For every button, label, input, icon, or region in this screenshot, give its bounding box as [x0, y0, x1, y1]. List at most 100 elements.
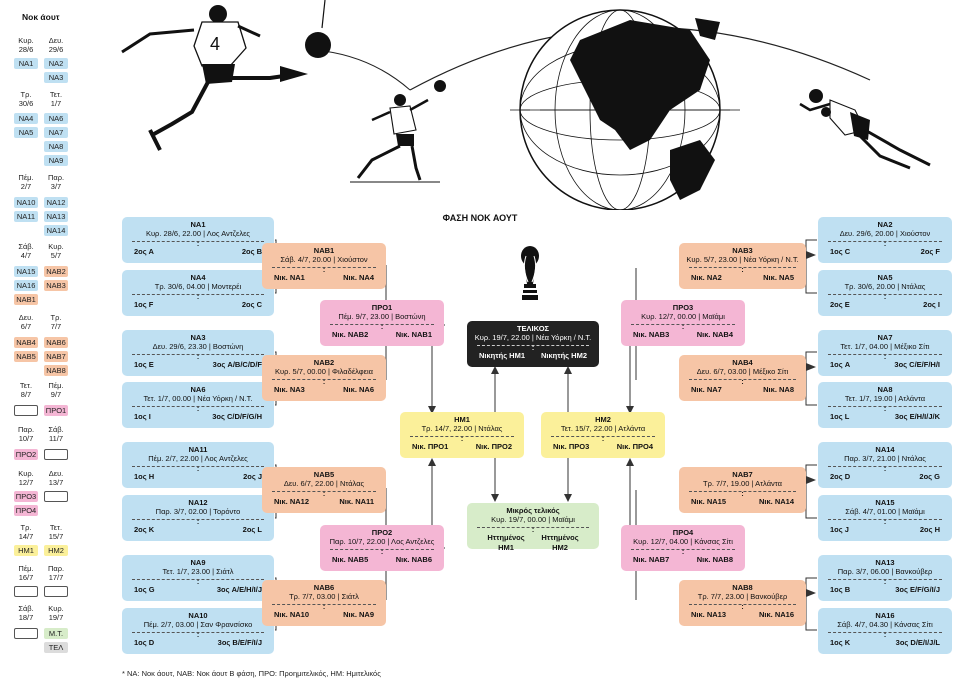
team-b: Νικητής ΗΜ2 [540, 351, 587, 360]
team-a: Νικ. ΝΑ7 [691, 385, 722, 394]
team-b: 3ος B/E/F/I/J [217, 638, 262, 647]
sidebar-chip: ΝΑΒ8 [44, 365, 68, 376]
sidebar-empty-chip [14, 628, 38, 639]
match-nab3: ΝΑΒ3 Κυρ. 5/7, 23.00 | Νέα Υόρκη / Ν.Τ. … [679, 243, 806, 289]
match-info: Τετ. 1/7, 04.00 | Μέξικο Σίτι [840, 342, 930, 351]
match-info: Δευ. 29/6, 23.30 | Βοστώνη [152, 342, 244, 351]
team-a: 1ος D [134, 638, 155, 647]
match-code: ΝΑ13 [875, 558, 895, 567]
match-code: ΝΑ4 [190, 273, 206, 282]
date-label: Πέμ.16/7 [18, 564, 34, 582]
team-b: 2ος G [919, 472, 940, 481]
match-na16: ΝΑ16 Σάβ. 4/7, 04.30 | Κάνσας Σίτι : 1ος… [818, 608, 952, 654]
date-label: Πέμ.2/7 [18, 173, 34, 191]
sidebar-empty-chip [14, 405, 38, 416]
date-label: Τρ.7/7 [50, 313, 62, 331]
match-pro4: ΠΡΟ4 Κυρ. 12/7, 04.00 | Κάνσας Σίτι : Νι… [621, 525, 745, 571]
sidebar-chip: ΠΡΟ4 [14, 505, 38, 516]
match-code: ΝΑΒ7 [732, 470, 753, 479]
sidebar-chip: ΝΑ5 [14, 127, 38, 138]
match-na11: ΝΑ11 Πέμ. 2/7, 22.00 | Λος Αντζελες : 1ο… [122, 442, 274, 488]
sidebar-chip: ΝΑ3 [44, 72, 68, 83]
sidebar-chip: ΝΑΒ2 [44, 266, 68, 277]
footballer-running-icon [350, 80, 446, 183]
team-a: 2ος K [134, 525, 155, 534]
sidebar-chip: Μ.Τ. [44, 628, 68, 639]
team-a: Νικ. ΠΡΟ3 [553, 442, 590, 451]
team-b: Νικ. ΠΡΟ4 [616, 442, 653, 451]
goalkeeper-diving-icon [799, 89, 931, 170]
team-b: 3ος E/H/I/J/K [894, 412, 940, 421]
match-code: ΝΑΒ8 [732, 583, 753, 592]
team-b: 3ος C/E/F/H/I [894, 360, 940, 369]
match-code: ΝΑ6 [190, 385, 206, 394]
match-info: Δευ. 29/6, 20.00 | Χιούστον [839, 229, 931, 238]
match-info: Κυρ. 12/7, 00.00 | Μαϊάμι [641, 312, 725, 321]
sidebar-chip: ΗΜ1 [14, 545, 38, 556]
match-code: ΝΑ3 [190, 333, 206, 342]
sidebar-empty-chip [44, 491, 68, 502]
date-label: Σάβ.18/7 [18, 604, 34, 622]
sidebar-chip: ΤΕΛ [44, 642, 68, 653]
match-code: ΝΑ2 [877, 220, 893, 229]
match-info: Κυρ. 12/7, 04.00 | Κάνσας Σίτι [633, 537, 733, 546]
team-a: 1ος I [134, 412, 151, 421]
match-code: Μικρός τελικός [506, 506, 560, 515]
team-a: Νικ. ΝΑΒ2 [332, 330, 369, 339]
team-a: Νικ. ΝΑ2 [691, 273, 722, 282]
team-a: 1ος J [830, 525, 849, 534]
sidebar-chip: ΝΑ11 [14, 211, 38, 222]
team-a: Νικ. ΝΑ12 [274, 497, 310, 506]
team-b: Νικ. ΝΑ14 [758, 497, 794, 506]
sidebar-chip: ΝΑΒ1 [14, 294, 38, 305]
team-b: Νικ. ΠΡΟ2 [475, 442, 512, 451]
sidebar-chip: ΝΑΒ6 [44, 337, 68, 348]
team-b: Νικ. ΝΑ11 [339, 497, 374, 506]
sidebar-chip: ΝΑ10 [14, 197, 38, 208]
match-pro2: ΠΡΟ2 Παρ. 10/7, 22.00 | Λος Αντζελες : Ν… [320, 525, 444, 571]
match-code: ΤΕΛΙΚΟΣ [516, 324, 550, 333]
date-label: Τετ.8/7 [19, 381, 33, 399]
team-a: Νικ. ΝΑ15 [691, 497, 727, 506]
match-code: ΠΡΟ2 [371, 528, 393, 537]
match-info: Τετ. 1/7, 23.00 | Σιάτλ [162, 567, 234, 576]
team-a: 1ος G [134, 585, 155, 594]
team-b: Νικ. ΝΑ6 [343, 385, 374, 394]
match-code: ΝΑ12 [188, 498, 208, 507]
sidebar-chip: ΝΑ15 [14, 266, 38, 277]
match-code: ΠΡΟ1 [371, 303, 393, 312]
date-label: Σάβ.4/7 [18, 242, 34, 260]
date-label: Πέμ.9/7 [48, 381, 64, 399]
match-code: ΝΑ10 [188, 611, 208, 620]
match-code: ΝΑ5 [877, 273, 893, 282]
match-code: ΝΑΒ5 [313, 470, 335, 479]
sidebar-empty-chip [44, 449, 68, 460]
match-info: Κυρ. 5/7, 00.00 | Φιλαδέλφεια [275, 367, 373, 376]
date-label: Δευ.6/7 [18, 313, 34, 331]
team-a: 1ος E [134, 360, 154, 369]
team-a: Νικ. ΝΑΒ3 [633, 330, 670, 339]
team-b: Νικ. ΝΑ4 [343, 273, 374, 282]
date-label: Δευ.29/6 [48, 36, 64, 54]
team-a: 2ος E [830, 300, 850, 309]
sidebar-chip: ΝΑ4 [14, 113, 38, 124]
team-b: Νικ. ΝΑΒ6 [395, 555, 432, 564]
date-label: Παρ.10/7 [17, 425, 35, 443]
sidebar-chip: ΝΑ7 [44, 127, 68, 138]
footballer-kicking-icon: 4 [121, 5, 308, 151]
match-na7: ΝΑ7 Τετ. 1/7, 04.00 | Μέξικο Σίτι : 1ος … [818, 330, 952, 376]
match-info: Τρ. 7/7, 23.00 | Βανκούβερ [697, 592, 788, 601]
match-code: ΝΑ14 [875, 445, 895, 454]
team-a: 1ος B [830, 585, 851, 594]
match-na1: ΝΑ1 Κυρ. 28/6, 22.00 | Λος Αντζελες : 2ο… [122, 217, 274, 263]
match-info: Τετ. 1/7, 19.00 | Ατλάντα [844, 394, 926, 403]
sidebar-chip: ΝΑΒ3 [44, 280, 68, 291]
footnote: * ΝΑ: Νοκ άουτ, ΝΑΒ: Νοκ άουτ Β φάση, ΠΡ… [122, 669, 381, 678]
match-code: ΝΑ15 [875, 498, 895, 507]
team-b: Νικ. ΝΑ8 [763, 385, 794, 394]
